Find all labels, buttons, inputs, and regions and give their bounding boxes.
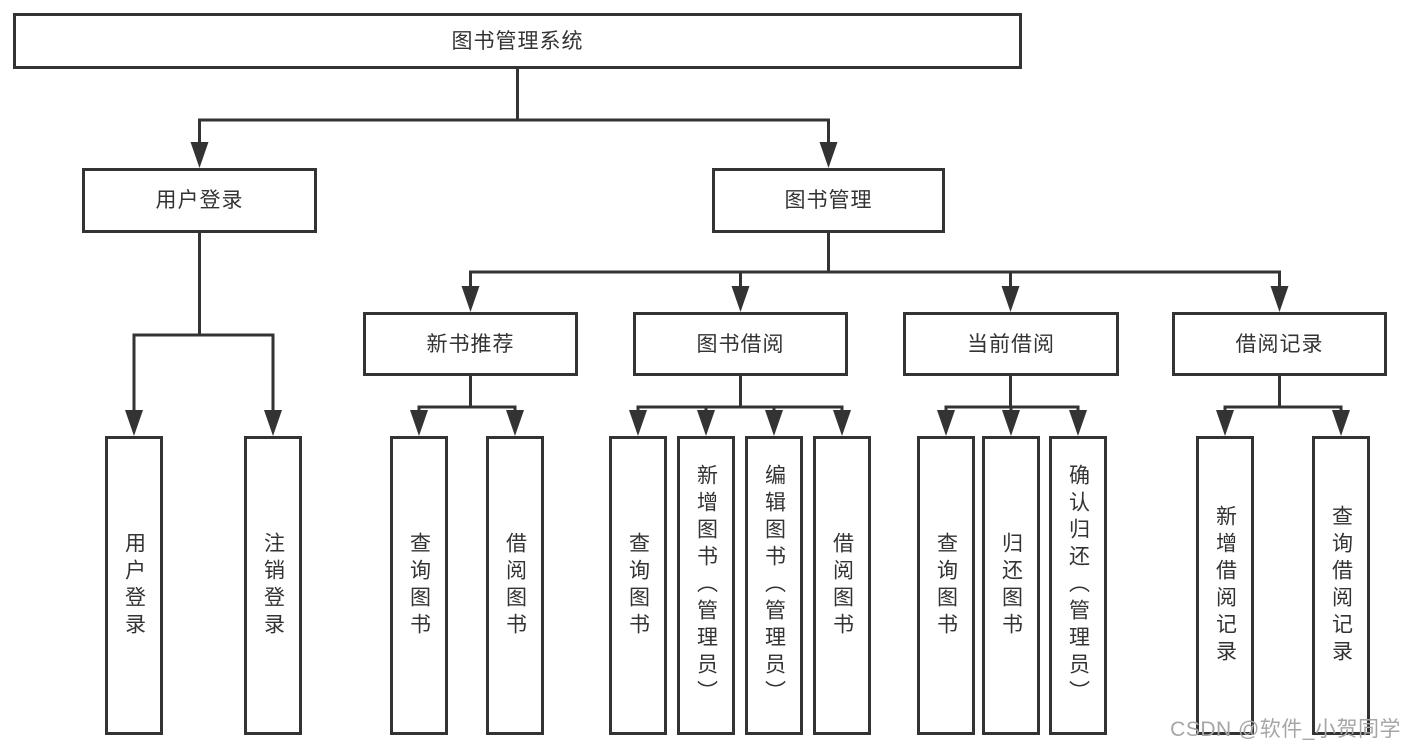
node-user-login: 用户登录 (82, 168, 317, 233)
leaf-label: 借阅图书 (830, 531, 854, 640)
leaf-label: 查询借阅记录 (1329, 504, 1353, 667)
node-library-management-system: 图书管理系统 (13, 13, 1022, 69)
leaf-label: 查询图书 (934, 531, 958, 640)
leaf-return-books: 归还图书 (982, 436, 1040, 735)
node-book-borrowing: 图书借阅 (633, 312, 848, 376)
node-label: 当前借阅 (967, 332, 1055, 356)
leaf-label: 新增图书（管理员） (694, 464, 718, 707)
leaf-query-books-recommendation: 查询图书 (390, 436, 448, 735)
node-label: 借阅记录 (1235, 332, 1324, 356)
leaf-add-books-admin: 新增图书（管理员） (677, 436, 735, 735)
node-label: 新书推荐 (426, 332, 515, 356)
leaf-label: 用户登录 (122, 531, 146, 640)
leaf-label: 新增借阅记录 (1213, 504, 1237, 667)
leaf-query-books-current: 查询图书 (917, 436, 975, 735)
leaf-user-login: 用户登录 (105, 436, 163, 735)
leaf-label: 编辑图书（管理员） (762, 464, 786, 707)
leaf-label: 确认归还（管理员） (1066, 464, 1090, 707)
node-label: 用户登录 (155, 189, 244, 212)
leaf-label: 注销登录 (261, 531, 285, 640)
leaf-query-borrowing-record: 查询借阅记录 (1312, 436, 1370, 735)
leaf-add-borrowing-record: 新增借阅记录 (1196, 436, 1254, 735)
leaf-borrow-books-recommendation: 借阅图书 (486, 436, 544, 735)
leaf-label: 查询图书 (626, 531, 650, 640)
node-new-book-recommendation: 新书推荐 (363, 312, 578, 376)
leaf-borrow-books-borrowing: 借阅图书 (813, 436, 871, 735)
leaf-query-books-borrowing: 查询图书 (609, 436, 667, 735)
leaf-label: 查询图书 (407, 531, 431, 640)
csdn-watermark: CSDN @软件_小贺同学 (1170, 718, 1401, 741)
leaf-logout: 注销登录 (244, 436, 302, 735)
node-label: 图书管理系统 (451, 29, 584, 53)
node-label: 图书管理 (784, 189, 873, 212)
node-current-borrowing: 当前借阅 (903, 312, 1119, 376)
leaf-edit-books-admin: 编辑图书（管理员） (745, 436, 803, 735)
node-borrowing-records: 借阅记录 (1172, 312, 1387, 376)
leaf-confirm-return-admin: 确认归还（管理员） (1049, 436, 1107, 735)
node-book-management: 图书管理 (712, 168, 945, 233)
node-label: 图书借阅 (696, 332, 785, 356)
leaf-label: 借阅图书 (503, 531, 527, 640)
leaf-label: 归还图书 (999, 531, 1023, 640)
